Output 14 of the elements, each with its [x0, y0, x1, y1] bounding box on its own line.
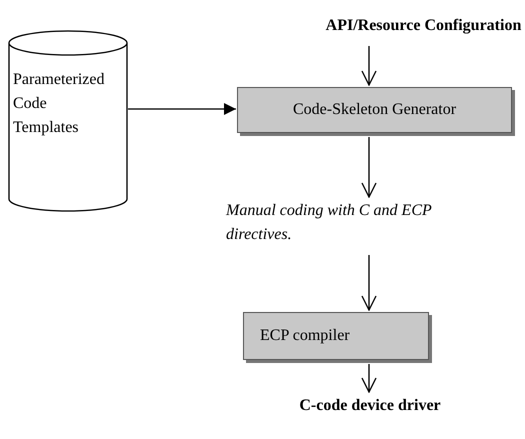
arrow	[361, 364, 377, 393]
arrow	[128, 103, 236, 115]
node-label: ECP compiler	[260, 326, 350, 346]
step-note: Manual coding with C and ECP directives.	[226, 201, 432, 245]
arrow	[361, 46, 377, 86]
template-store-cylinder	[8, 30, 128, 212]
node-label: Code-Skeleton Generator	[292, 100, 456, 120]
arrow	[361, 137, 377, 198]
process-box	[237, 87, 512, 133]
node-label: Parameterized Code Templates	[13, 70, 106, 138]
output-label: C-code device driver	[299, 396, 441, 416]
process-box	[243, 312, 429, 360]
arrow	[361, 255, 377, 311]
input-label: API/Resource Configuration	[326, 16, 522, 36]
